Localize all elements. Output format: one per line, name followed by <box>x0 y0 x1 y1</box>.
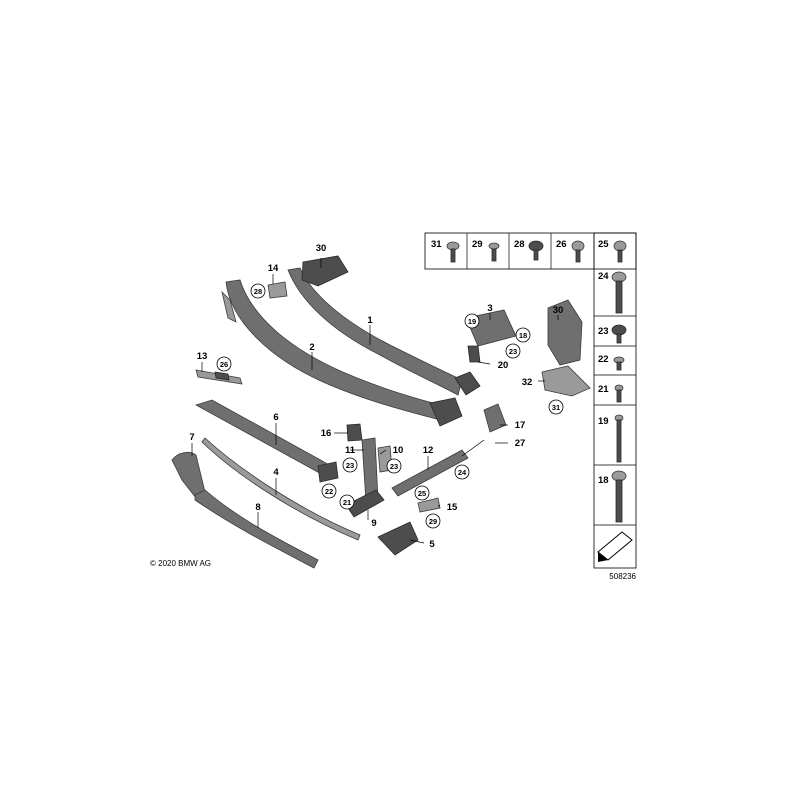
svg-text:28: 28 <box>254 287 262 296</box>
circled-labels: 19 18 23 28 26 23 23 22 21 25 29 24 31 <box>216 283 564 529</box>
fastener-label-19: 19 <box>598 416 609 427</box>
svg-text:19: 19 <box>468 317 476 326</box>
clip-icon-22 <box>613 356 625 371</box>
part-8-lower-trim <box>194 489 319 569</box>
label-7: 7 <box>189 432 194 443</box>
fastener-label-25: 25 <box>598 239 609 250</box>
circled-22: 22 <box>321 483 337 499</box>
bolt-icon-24 <box>611 271 627 314</box>
direction-arrow-icon <box>597 531 633 562</box>
fastener-label-26: 26 <box>556 239 567 250</box>
circled-23-c: 23 <box>386 458 402 474</box>
label-5: 5 <box>429 539 435 550</box>
part-14-clip <box>267 281 288 299</box>
nut-icon-28 <box>528 240 544 261</box>
part-1-bumper-carrier <box>287 267 481 396</box>
bolt-icon-26 <box>571 240 585 263</box>
fastener-label-18: 18 <box>598 475 609 486</box>
svg-text:25: 25 <box>418 489 426 498</box>
label-30-right: 30 <box>553 305 564 316</box>
circled-31: 31 <box>548 399 564 415</box>
circled-21: 21 <box>339 494 355 510</box>
circled-29: 29 <box>425 513 441 529</box>
label-14: 14 <box>268 263 279 274</box>
fastener-label-22: 22 <box>598 354 609 365</box>
leader-lines <box>191 258 559 544</box>
circled-25: 25 <box>414 485 430 501</box>
fastener-label-29: 29 <box>472 239 483 250</box>
label-6: 6 <box>273 412 278 423</box>
circled-18: 18 <box>515 327 531 343</box>
fastener-label-24: 24 <box>598 271 609 282</box>
copyright-text: © 2020 BMW AG <box>150 559 211 568</box>
circled-23-b: 23 <box>342 457 358 473</box>
part-13-bracket <box>195 369 243 385</box>
part-6-cross-member <box>194 399 339 483</box>
label-30-top: 30 <box>316 243 327 254</box>
svg-text:23: 23 <box>509 347 517 356</box>
part-32-bracket <box>541 365 591 397</box>
bolt-icon-18 <box>611 470 627 523</box>
label-13: 13 <box>197 351 208 362</box>
reference-number: 508236 <box>609 572 636 581</box>
part-5-bracket <box>377 521 419 556</box>
label-15: 15 <box>447 502 458 513</box>
label-3: 3 <box>487 303 492 314</box>
part-7-side-trim <box>171 451 206 499</box>
label-20: 20 <box>498 360 509 371</box>
circled-24: 24 <box>454 464 470 480</box>
part-30-top-bracket <box>301 255 349 287</box>
bolt-icon-23 <box>611 324 627 344</box>
clip-icon-29 <box>488 242 500 262</box>
label-2: 2 <box>309 342 314 353</box>
circled-23-a: 23 <box>505 343 521 359</box>
circled-28: 28 <box>250 283 266 299</box>
circled-26: 26 <box>216 356 232 372</box>
part-2-absorber <box>221 279 463 427</box>
label-12: 12 <box>423 445 434 456</box>
svg-text:18: 18 <box>519 331 527 340</box>
fastener-label-21: 21 <box>598 384 609 395</box>
part-12-beam <box>391 449 469 497</box>
svg-text:24: 24 <box>458 468 467 477</box>
label-1: 1 <box>367 315 373 326</box>
bolt-icon-21 <box>614 384 624 403</box>
bolt-icon-25 <box>613 240 627 263</box>
svg-text:23: 23 <box>390 462 398 471</box>
label-9: 9 <box>371 518 376 529</box>
part-4-rail <box>201 437 361 541</box>
label-27: 27 <box>515 438 526 449</box>
svg-text:29: 29 <box>429 517 437 526</box>
part-labels: 30 1 2 14 13 6 7 4 8 16 11 10 12 9 5 15 … <box>189 243 563 550</box>
svg-text:31: 31 <box>552 403 560 412</box>
label-32: 32 <box>522 377 533 388</box>
fastener-label-31: 31 <box>431 239 442 250</box>
svg-text:23: 23 <box>346 461 354 470</box>
svg-text:21: 21 <box>343 498 351 507</box>
part-17-bracket <box>483 403 507 433</box>
fastener-label-28: 28 <box>514 239 525 250</box>
part-15-clip <box>417 497 441 513</box>
label-17: 17 <box>515 420 526 431</box>
circled-19: 19 <box>464 313 480 329</box>
part-16-block <box>346 423 363 442</box>
label-8: 8 <box>255 502 260 513</box>
label-10: 10 <box>393 445 404 456</box>
bolt-icon-31 <box>446 241 460 263</box>
fastener-label-23: 23 <box>598 326 609 337</box>
svg-text:26: 26 <box>220 360 228 369</box>
bolt-icon-19 <box>614 414 624 463</box>
label-16: 16 <box>321 428 332 439</box>
part-9-bracket <box>345 489 385 518</box>
fastener-panel: 31 29 28 26 25 24 23 22 21 19 18 <box>424 232 637 569</box>
label-11: 11 <box>345 445 356 456</box>
svg-text:22: 22 <box>325 487 333 496</box>
part-30-right-bracket <box>547 299 583 366</box>
label-4: 4 <box>273 467 279 478</box>
